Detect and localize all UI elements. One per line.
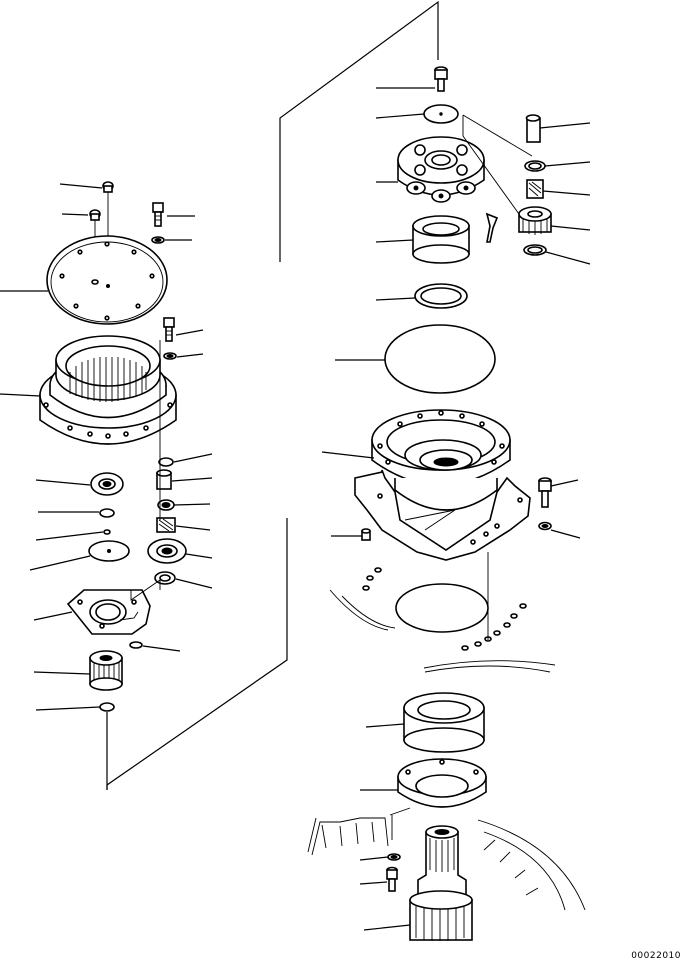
bearing-upper-right — [412, 215, 470, 264]
bolt-lower — [386, 866, 398, 892]
needle-bearing-right — [526, 179, 544, 199]
pin — [156, 469, 172, 490]
ring-small-top — [158, 457, 174, 467]
plug-housing — [361, 528, 371, 541]
seal-ring — [414, 283, 468, 309]
thrust-ring — [154, 571, 176, 585]
bearing-lower — [403, 692, 485, 753]
spacer — [157, 499, 175, 511]
swing-ring-gear — [307, 817, 586, 911]
thrust-washer — [88, 540, 130, 562]
washer-mid — [163, 352, 177, 360]
washer-lower — [387, 853, 401, 861]
ring-gear-housing — [39, 335, 177, 445]
o-ring-small — [129, 641, 143, 649]
planet-carrier — [397, 136, 485, 203]
small-ring — [99, 508, 115, 518]
mounting-frame — [329, 567, 556, 673]
pin-right — [485, 212, 499, 243]
pinion-shaft — [409, 825, 473, 941]
bolt-housing — [538, 477, 552, 508]
bolt-upper — [152, 202, 164, 227]
planet-gear-bearing — [147, 538, 187, 564]
sun-gear — [89, 650, 123, 691]
retaining-ring-left — [99, 702, 115, 712]
large-o-ring — [384, 324, 496, 394]
right-column-parts — [307, 66, 586, 941]
bearing-left — [90, 472, 124, 496]
left-column-parts — [39, 181, 187, 712]
document-number: 00022010 — [631, 951, 681, 961]
small-dot — [103, 529, 111, 535]
bolt-top-right — [434, 66, 448, 92]
carrier-plate — [66, 589, 151, 635]
washer-housing — [538, 521, 552, 531]
thrust-washer-right — [524, 160, 546, 172]
needle-bearing — [156, 517, 176, 533]
main-housing — [354, 409, 531, 561]
cover-plate — [46, 235, 168, 325]
dowel-pin — [525, 114, 541, 143]
assembly-bracket-lines — [106, 0, 439, 790]
washer-upper — [151, 236, 165, 244]
lower-retainer-plate — [397, 758, 487, 808]
leader-lines — [0, 87, 591, 931]
cap-plate — [423, 104, 459, 124]
thrust-washer-lower — [523, 244, 547, 256]
bolt-mid — [163, 317, 175, 342]
planet-gear — [518, 206, 552, 235]
